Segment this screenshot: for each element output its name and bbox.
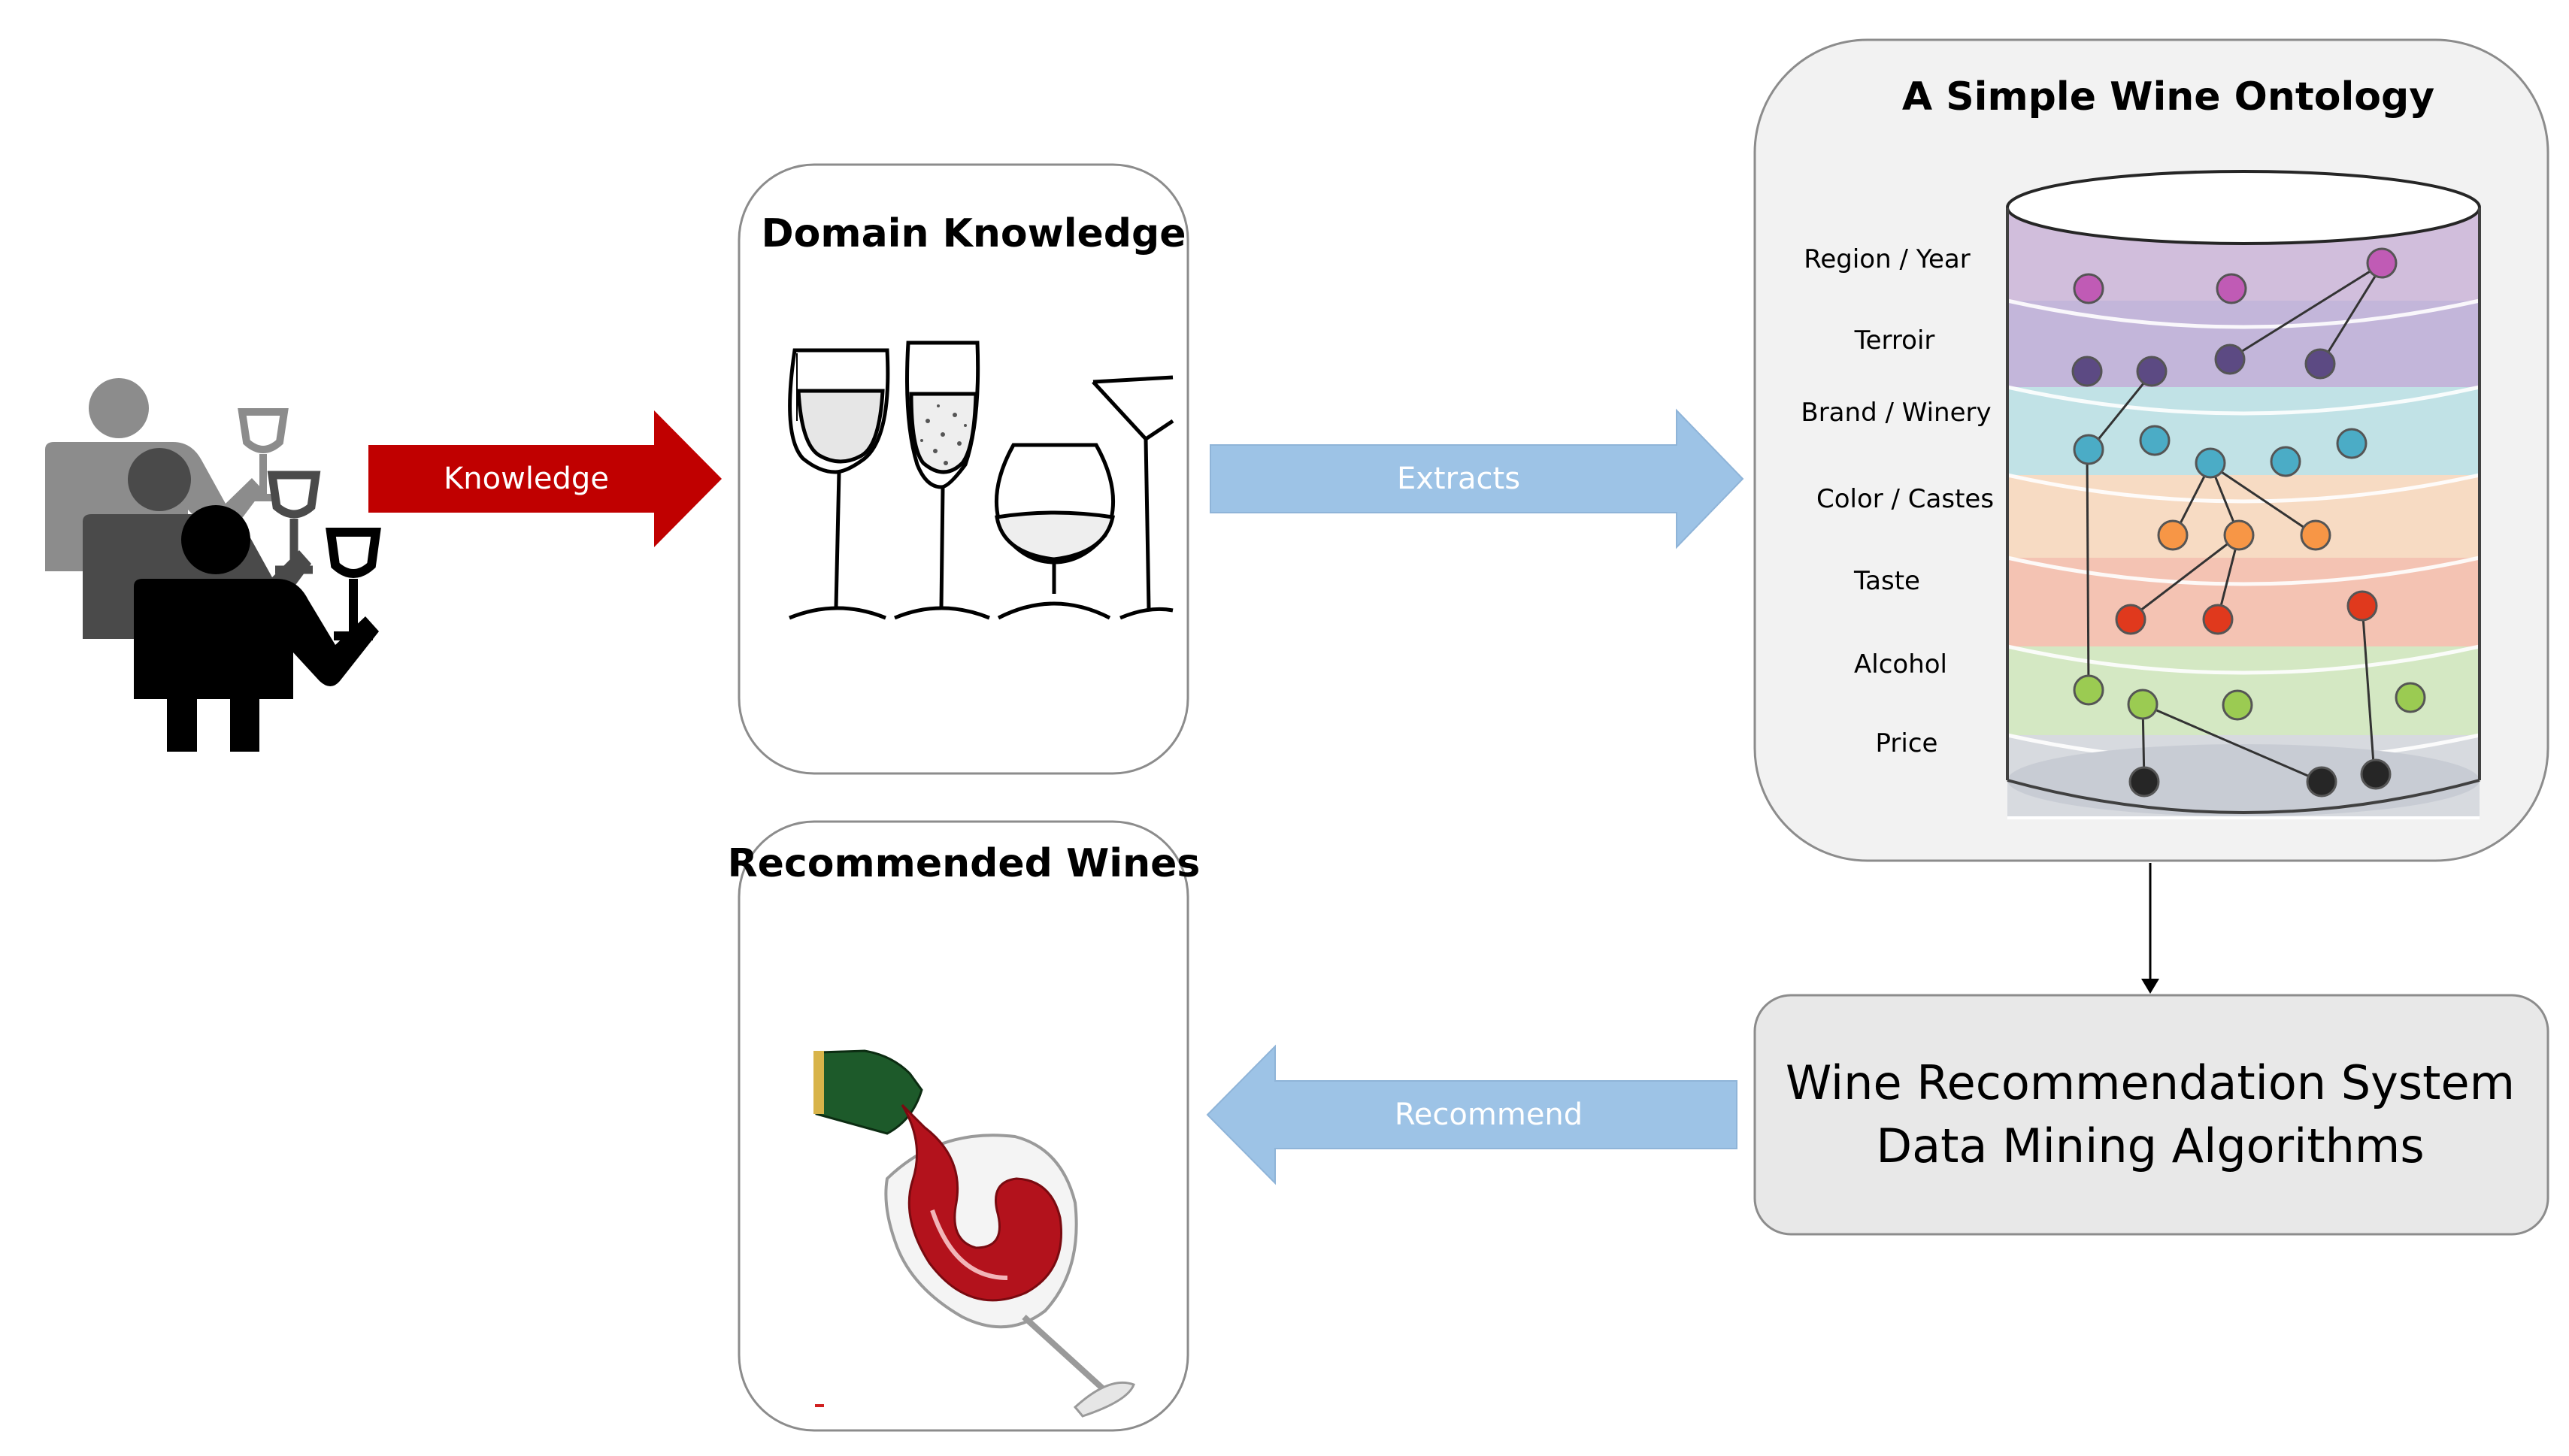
wine-glasses-illustration: [788, 341, 1174, 620]
domain-knowledge-title: Domain Knowledge: [762, 211, 1186, 256]
layer-label-price: Price: [1876, 728, 1938, 758]
wine-tasters-icon: [45, 378, 381, 752]
knowledge-arrow: Knowledge: [368, 410, 722, 547]
extracts-arrow: Extracts: [1210, 408, 1744, 549]
taste-nodes: [2115, 590, 2378, 635]
alcohol-nodes: [2073, 674, 2426, 721]
recommended-wines-box: Recommended Wines: [728, 820, 1201, 1432]
recommend-arrow: Recommend: [1206, 1044, 1737, 1185]
ontology-layer-labels: Region / Year Terroir Brand / Winery Col…: [1801, 244, 1994, 758]
ontology-title: A Simple Wine Ontology: [1902, 74, 2434, 120]
ontology-cylinder: [2006, 170, 2481, 819]
region-year-nodes: [2073, 247, 2398, 304]
domain-knowledge-box: Domain Knowledge: [738, 163, 1189, 775]
ontology-to-system-connector: [2141, 863, 2159, 994]
layer-label-color-castes: Color / Castes: [1816, 484, 1994, 514]
color-castes-nodes: [2157, 519, 2331, 551]
brand-winery-nodes: [2073, 425, 2368, 479]
pouring-wine-illustration: [813, 1049, 1135, 1418]
system-title-line1: Wine Recommendation System: [1786, 1055, 2515, 1110]
extracts-arrow-label: Extracts: [1397, 462, 1520, 496]
layer-label-taste: Taste: [1853, 566, 1920, 596]
price-nodes: [2128, 758, 2392, 798]
layer-label-terroir: Terroir: [1854, 325, 1935, 356]
ontology-panel: A Simple Wine Ontology: [1753, 38, 2549, 862]
layer-label-region-year: Region / Year: [1804, 244, 1970, 274]
recommendation-system-box: Wine Recommendation System Data Mining A…: [1753, 994, 2549, 1236]
knowledge-arrow-label: Knowledge: [444, 462, 609, 496]
ontology-nodes: [2071, 247, 2426, 798]
recommended-wines-title: Recommended Wines: [728, 841, 1201, 886]
layer-label-brand-winery: Brand / Winery: [1801, 398, 1991, 428]
terroir-nodes: [2071, 344, 2336, 387]
layer-label-alcohol: Alcohol: [1854, 649, 1947, 680]
system-title-line2: Data Mining Algorithms: [1876, 1118, 2424, 1173]
recommend-arrow-label: Recommend: [1395, 1097, 1583, 1132]
ontology-edges: [2086, 262, 2385, 783]
